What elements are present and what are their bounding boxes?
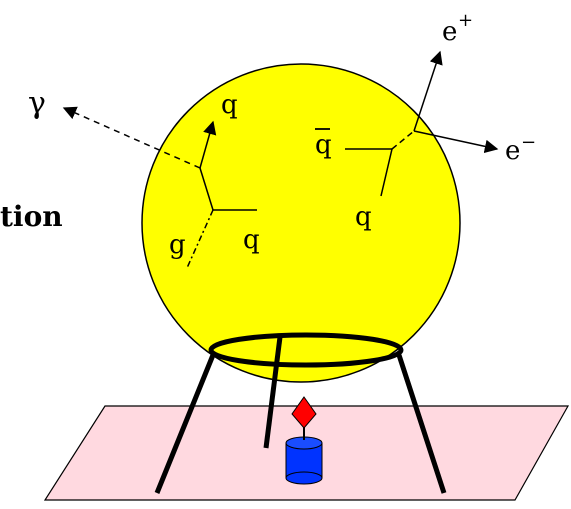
left-vertex: [62, 106, 257, 269]
gluon-label: g: [169, 230, 186, 260]
electron-arrow: [413, 130, 499, 154]
quark-arrow: [199, 120, 217, 169]
fireball-sphere: [141, 63, 461, 383]
photon-label: γ: [28, 86, 46, 121]
photon-quark-label: q: [221, 90, 238, 120]
stand-leg-left: [154, 354, 216, 494]
gluon-quark-label: q: [243, 225, 260, 255]
photon-line: [62, 106, 201, 169]
candle: [285, 426, 323, 485]
right-vertex: [345, 50, 499, 197]
side-text-fragment: tion: [0, 200, 63, 233]
electron-charge: −: [521, 132, 536, 153]
stand-leg-right: [396, 354, 447, 494]
antiquark-label: q: [315, 130, 332, 160]
gluon-line: [186, 209, 214, 269]
virtual-photon-line: [391, 130, 415, 150]
electron-label: e: [505, 136, 520, 166]
pair-quark-label: q: [355, 202, 372, 232]
stand-ring: [208, 332, 404, 368]
positron-charge: +: [458, 10, 473, 31]
stand-leg-back: [263, 336, 283, 449]
positron-arrow: [413, 50, 443, 132]
positron-label: e: [442, 17, 457, 47]
candle-flame: [291, 396, 317, 429]
